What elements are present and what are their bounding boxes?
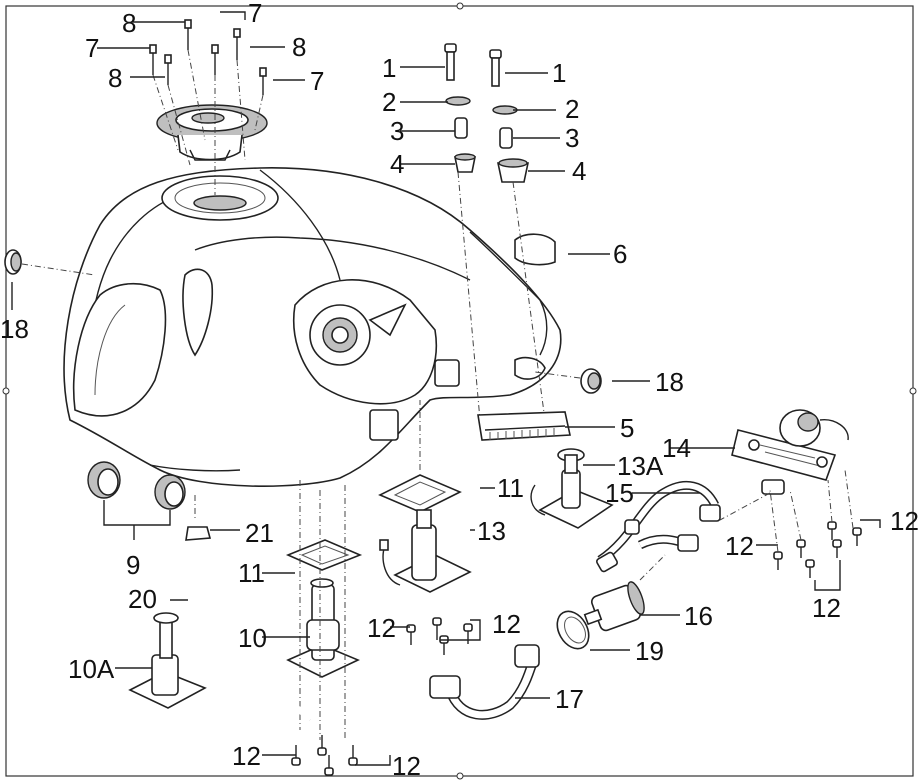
fuel-pump-10: [285, 480, 363, 740]
callout-12: 12: [492, 609, 521, 639]
callout-4: 4: [572, 156, 586, 186]
fuel-sender-13a: [530, 448, 614, 529]
fuel-sender-10a: [128, 612, 207, 709]
hose-clamp: [556, 610, 590, 650]
fuel-cap-assembly: [156, 104, 268, 161]
callout-3: 3: [565, 123, 579, 153]
fuel-pump-13: [378, 400, 472, 593]
callout-21: 21: [245, 518, 274, 548]
drain-hose: [182, 495, 313, 723]
callout-14: 14: [662, 433, 691, 463]
callout-7: 7: [310, 66, 324, 96]
callout-11: 11: [238, 558, 265, 588]
fuel-tank: [63, 167, 562, 487]
callout-18: 18: [0, 314, 29, 344]
callout-8: 8: [122, 8, 136, 38]
relay-bracket: [719, 409, 849, 521]
callout-12: 12: [725, 531, 754, 561]
callout-17: 17: [555, 684, 584, 714]
mount-bolt-stack-left: [444, 43, 481, 421]
callout-5: 5: [620, 413, 634, 443]
callout-13a: 13A: [617, 451, 664, 481]
callout-1: 1: [552, 58, 566, 88]
callout-10: 10: [238, 623, 267, 653]
callout-9: 9: [126, 550, 140, 580]
callout-2: 2: [565, 94, 579, 124]
gear-caps: [87, 461, 186, 510]
callout-13: 13: [477, 516, 506, 546]
callout-15: 15: [605, 478, 634, 508]
callout-11: 11: [497, 473, 524, 503]
fuel-line-15: [596, 481, 721, 573]
grommet-left: [4, 249, 96, 276]
callout-1: 1: [382, 53, 396, 83]
mount-bolt-stack-right: [489, 49, 546, 421]
callout-12: 12: [392, 751, 421, 781]
small-screws: [291, 469, 862, 776]
callout-7: 7: [248, 0, 262, 28]
cap-bolts: [149, 19, 267, 195]
rubber-strip: [477, 411, 571, 441]
callout-3: 3: [390, 116, 404, 146]
callout-20: 20: [128, 584, 157, 614]
callout-19: 19: [635, 636, 664, 666]
callout-12: 12: [367, 613, 396, 643]
callout-12: 12: [812, 593, 841, 623]
callout-16: 16: [684, 601, 713, 631]
callout-7: 7: [85, 33, 99, 63]
callout-12: 12: [232, 741, 261, 771]
fuel-filter: [583, 554, 666, 632]
callout-2: 2: [382, 87, 396, 117]
callout-10a: 10A: [68, 654, 115, 684]
grommet-right: [534, 368, 602, 394]
callout-8: 8: [292, 32, 306, 62]
callout-18: 18: [655, 367, 684, 397]
callout-4: 4: [390, 149, 404, 179]
callout-12: 12: [890, 506, 919, 536]
return-hose: [429, 644, 540, 720]
leader-lines: [11, 11, 881, 766]
callout-6: 6: [613, 239, 627, 269]
callout-8: 8: [108, 63, 122, 93]
